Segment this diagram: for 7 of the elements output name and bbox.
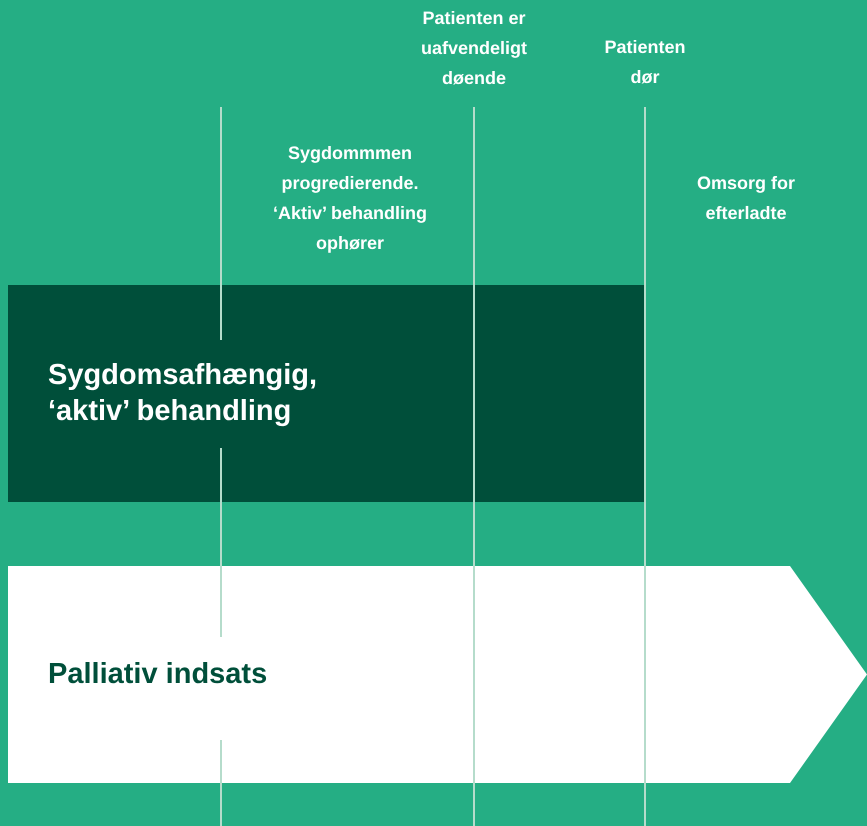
phase-label: Omsorg for efterladte [696, 172, 796, 225]
band-title: Sygdomsafhængig, ‘aktiv’ behandling [48, 358, 318, 429]
milestone-label: Patienten er uafvendeligt døende [420, 7, 528, 90]
phase-band [8, 285, 645, 502]
band-title: Palliativ indsats [48, 657, 268, 692]
milestone-label: Patienten dør [603, 36, 687, 89]
phase-label: Sygdommmen progredierende. ‘Aktiv’ behandling ophører [272, 142, 428, 255]
